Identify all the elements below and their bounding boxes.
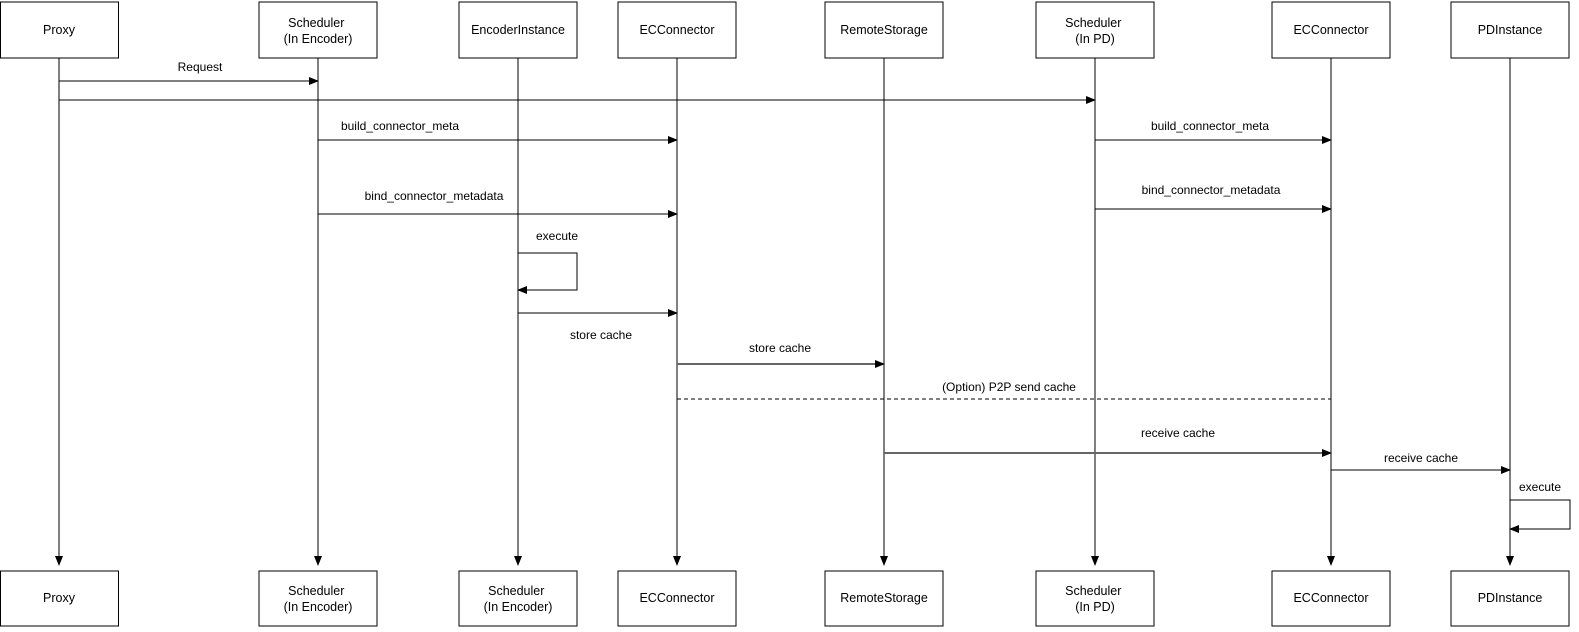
actor-bottom-scheduler-pd-box: [1035, 570, 1155, 627]
actor-bottom-ecconnector-right-box: [1271, 570, 1391, 627]
message-build-connector-meta-left-label: build_connector_meta: [341, 119, 459, 133]
actor-bottom-remote-storage-box: [824, 570, 944, 627]
actor-top-proxy-box: [0, 1, 119, 59]
message-bind-connector-metadata-right-label: bind_connector_metadata: [1142, 183, 1281, 197]
actor-top-scheduler-pd-label: Scheduler (In PD): [1065, 16, 1125, 46]
message-execute-pd-selfloop: [1509, 499, 1571, 533]
message-request-label: Request: [178, 60, 223, 74]
actor-bottom-pdinstance-box: [1450, 570, 1570, 627]
message-store-cache-2-label: store cache: [749, 341, 811, 355]
message-p2p-send-cache-label: (Option) P2P send cache: [942, 380, 1076, 394]
actor-top-ecconnector-right-box: [1271, 1, 1391, 59]
actor-bottom-ecconnector-right-label: ECConnector: [1293, 591, 1368, 605]
message-execute-encoder-label: execute: [536, 229, 578, 243]
actors-bottom: Proxy Scheduler (In Encoder) Scheduler (…: [0, 570, 1570, 627]
actor-top-ecconnector-left-box: [617, 1, 737, 59]
actor-bottom-proxy-label: Proxy: [43, 591, 76, 605]
actor-top-proxy-label: Proxy: [43, 23, 76, 37]
actor-top-pdinstance-box: [1450, 1, 1570, 59]
message-receive-cache-1-label: receive cache: [1141, 426, 1215, 440]
actor-bottom-scheduler-encoder-2-box: [458, 570, 578, 627]
actor-top-ecconnector-right-label: ECConnector: [1293, 23, 1368, 37]
lifelines: [55, 58, 1514, 566]
actor-top-encoder-instance-box: [458, 1, 578, 59]
actor-bottom-ecconnector-left-box: [617, 570, 737, 627]
actor-bottom-scheduler-encoder-label: Scheduler (In Encoder): [284, 584, 353, 614]
actor-top-pdinstance-label: PDInstance: [1478, 23, 1543, 37]
actors-top: Proxy Scheduler (In Encoder) EncoderInst…: [0, 1, 1570, 59]
actor-top-remote-storage-label: RemoteStorage: [840, 23, 928, 37]
message-execute-pd-label: execute: [1519, 480, 1561, 494]
message-build-connector-meta-right-label: build_connector_meta: [1151, 119, 1269, 133]
actor-bottom-pdinstance-label: PDInstance: [1478, 591, 1543, 605]
actor-top-scheduler-encoder-box: [258, 1, 378, 59]
actor-top-scheduler-pd-box: [1035, 1, 1155, 59]
actor-bottom-remote-storage-label: RemoteStorage: [840, 591, 928, 605]
actor-top-encoder-instance-label: EncoderInstance: [471, 23, 565, 37]
actor-bottom-scheduler-encoder-2-label: Scheduler (In Encoder): [484, 584, 553, 614]
message-execute-encoder-selfloop: [517, 252, 578, 294]
message-bind-connector-metadata-left-label: bind_connector_metadata: [365, 189, 504, 203]
actor-bottom-ecconnector-left-label: ECConnector: [639, 591, 714, 605]
actor-bottom-proxy-box: [0, 570, 119, 627]
actor-top-ecconnector-left-label: ECConnector: [639, 23, 714, 37]
messages: Request build_connector_meta build_conne…: [59, 60, 1571, 533]
actor-top-remote-storage-box: [824, 1, 944, 59]
message-receive-cache-2-label: receive cache: [1384, 451, 1458, 465]
actor-top-scheduler-encoder-label: Scheduler (In Encoder): [284, 16, 353, 46]
actor-bottom-scheduler-encoder-box: [258, 570, 378, 627]
actor-bottom-scheduler-pd-label: Scheduler (In PD): [1065, 584, 1125, 614]
message-store-cache-1-label: store cache: [570, 328, 632, 342]
